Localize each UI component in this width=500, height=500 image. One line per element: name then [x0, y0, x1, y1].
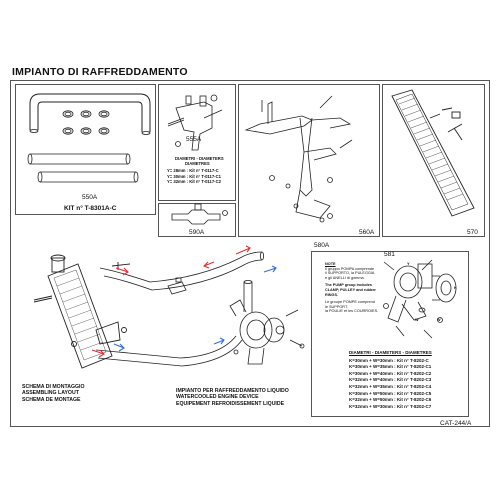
note-line: il SUPPORTO, la PULEGGIA [325, 271, 375, 276]
diam-heading: DIAMETRI - DIAMETERS - DIAMETRES [349, 350, 432, 355]
schema-line: ASSEMBLING LAYOUT [22, 390, 79, 397]
hose-straight [27, 153, 139, 183]
impianto-line: IMPIANTO PER RAFFREDDAMENTO LIQUIDO [176, 388, 289, 394]
impianto-line: WATERCOOLED ENGINE DEVICE [176, 394, 259, 401]
radiator-570 [391, 89, 475, 217]
schema-caption: SCHEMA DI MONTAGGIO ASSEMBLING LAYOUT SC… [22, 384, 85, 403]
diam-line: K=30mm + W=50mm : Kit n° T-8202-C5 [349, 390, 432, 396]
frame-580a [311, 251, 469, 417]
impianto-line: EQUIPEMENT REFROIDISSEMENT LIQUIDE [176, 400, 285, 407]
diam-line: K=32mm + W=30mm : Kit n° T-8202-C7 [349, 403, 432, 409]
var-y: Y [407, 262, 410, 266]
pump-group-580a [383, 259, 457, 339]
note-line: la POULIE et les COURROIES. [325, 309, 379, 314]
flow-arrows-red [91, 245, 251, 358]
schema-line: SCHEMA DI MONTAGGIO [22, 384, 85, 390]
var-w: W [415, 318, 419, 322]
note-580a: NOTE Il gruppo POMPA comprende il SUPPOR… [325, 262, 378, 314]
impianto-caption: IMPIANTO PER RAFFREDDAMENTO LIQUIDO WATE… [176, 388, 289, 407]
diam-line: K=32mm + W=50mm : Kit n° T-8202-C6 [349, 397, 432, 403]
note-line: RINGS. [325, 292, 339, 297]
note-line: Le groupe POMPE comprend [325, 300, 375, 305]
diam-line: K=32mm + W=40mm : Kit n° T-8202-C3 [349, 377, 432, 383]
label-581: 581 [384, 251, 395, 258]
label-590a: 590A [189, 229, 205, 236]
frame-590a [158, 203, 236, 237]
diam-line: K=30mm + W=30mm : Kit n° T-8202-C [349, 357, 429, 363]
bracket-555a [167, 94, 223, 151]
note-heading: NOTE [325, 262, 336, 266]
note-line: The PUMP group includes [325, 283, 372, 288]
hose-u-shaped [29, 93, 151, 135]
flow-arrows-blue [113, 265, 277, 352]
hose-vertical-assembly [243, 280, 253, 312]
note-line: Il gruppo POMPA comprende [325, 266, 375, 271]
kit-550a: KIT n° T-8301A-C [64, 205, 117, 212]
note-line: le SUPPORT, [325, 304, 348, 309]
diameters-580a: DIAMETRI - DIAMETERS - DIAMETRES K=30mm … [349, 350, 432, 410]
diam-line: Y= 30mm : Kit n° T-0117-C1 [167, 173, 221, 179]
label-580a: 580A [314, 242, 330, 249]
hose-clamps [62, 110, 110, 135]
catalog-number: CAT-244/A [440, 420, 472, 427]
note-line: e gli ANELLI di gomma. [325, 275, 365, 280]
diam-heading-1: DIAMETRI - DIAMETERS [175, 156, 224, 161]
bracket-560a [244, 95, 353, 223]
note-line: CLAMP, PULLEY and rubber [325, 287, 376, 292]
diam-line: K=30mm + W=40mm : Kit n° T-8202-C2 [349, 370, 432, 376]
var-w: W [437, 318, 441, 322]
label-555a: 555A [186, 136, 202, 143]
hose-lower-assembly [95, 335, 243, 367]
fitting-590a [171, 203, 228, 225]
diam-heading-2: DIAMETRES [185, 161, 210, 167]
page-title: IMPIANTO DI RAFFREDDAMENTO [12, 66, 188, 78]
pump-assembly [229, 299, 305, 365]
diam-line: K=30mm + W=35mm : Kit n° T-8202-C1 [349, 364, 432, 370]
diam-line: K=32mm + W=35mm : Kit n° T-8202-C4 [349, 383, 432, 389]
schema-line: SCHEMA DE MONTAGE [22, 396, 81, 403]
diameters-555a: DIAMETRI - DIAMETERS DIAMETRES Y= 28mm :… [167, 156, 224, 184]
label-570: 570 [467, 229, 478, 236]
label-550a: 550A [82, 194, 98, 201]
diam-line: Y= 32mm : Kit n° T-0117-C2 [167, 178, 221, 184]
var-k: K [454, 286, 457, 290]
fitting-assembly [167, 277, 187, 295]
radiator-assembly-fins [56, 277, 104, 351]
radiator-fins-570 [398, 97, 464, 201]
diam-line: Y= 28mm : Kit n° T-0117-C [167, 168, 219, 174]
label-560a: 560A [359, 229, 375, 236]
